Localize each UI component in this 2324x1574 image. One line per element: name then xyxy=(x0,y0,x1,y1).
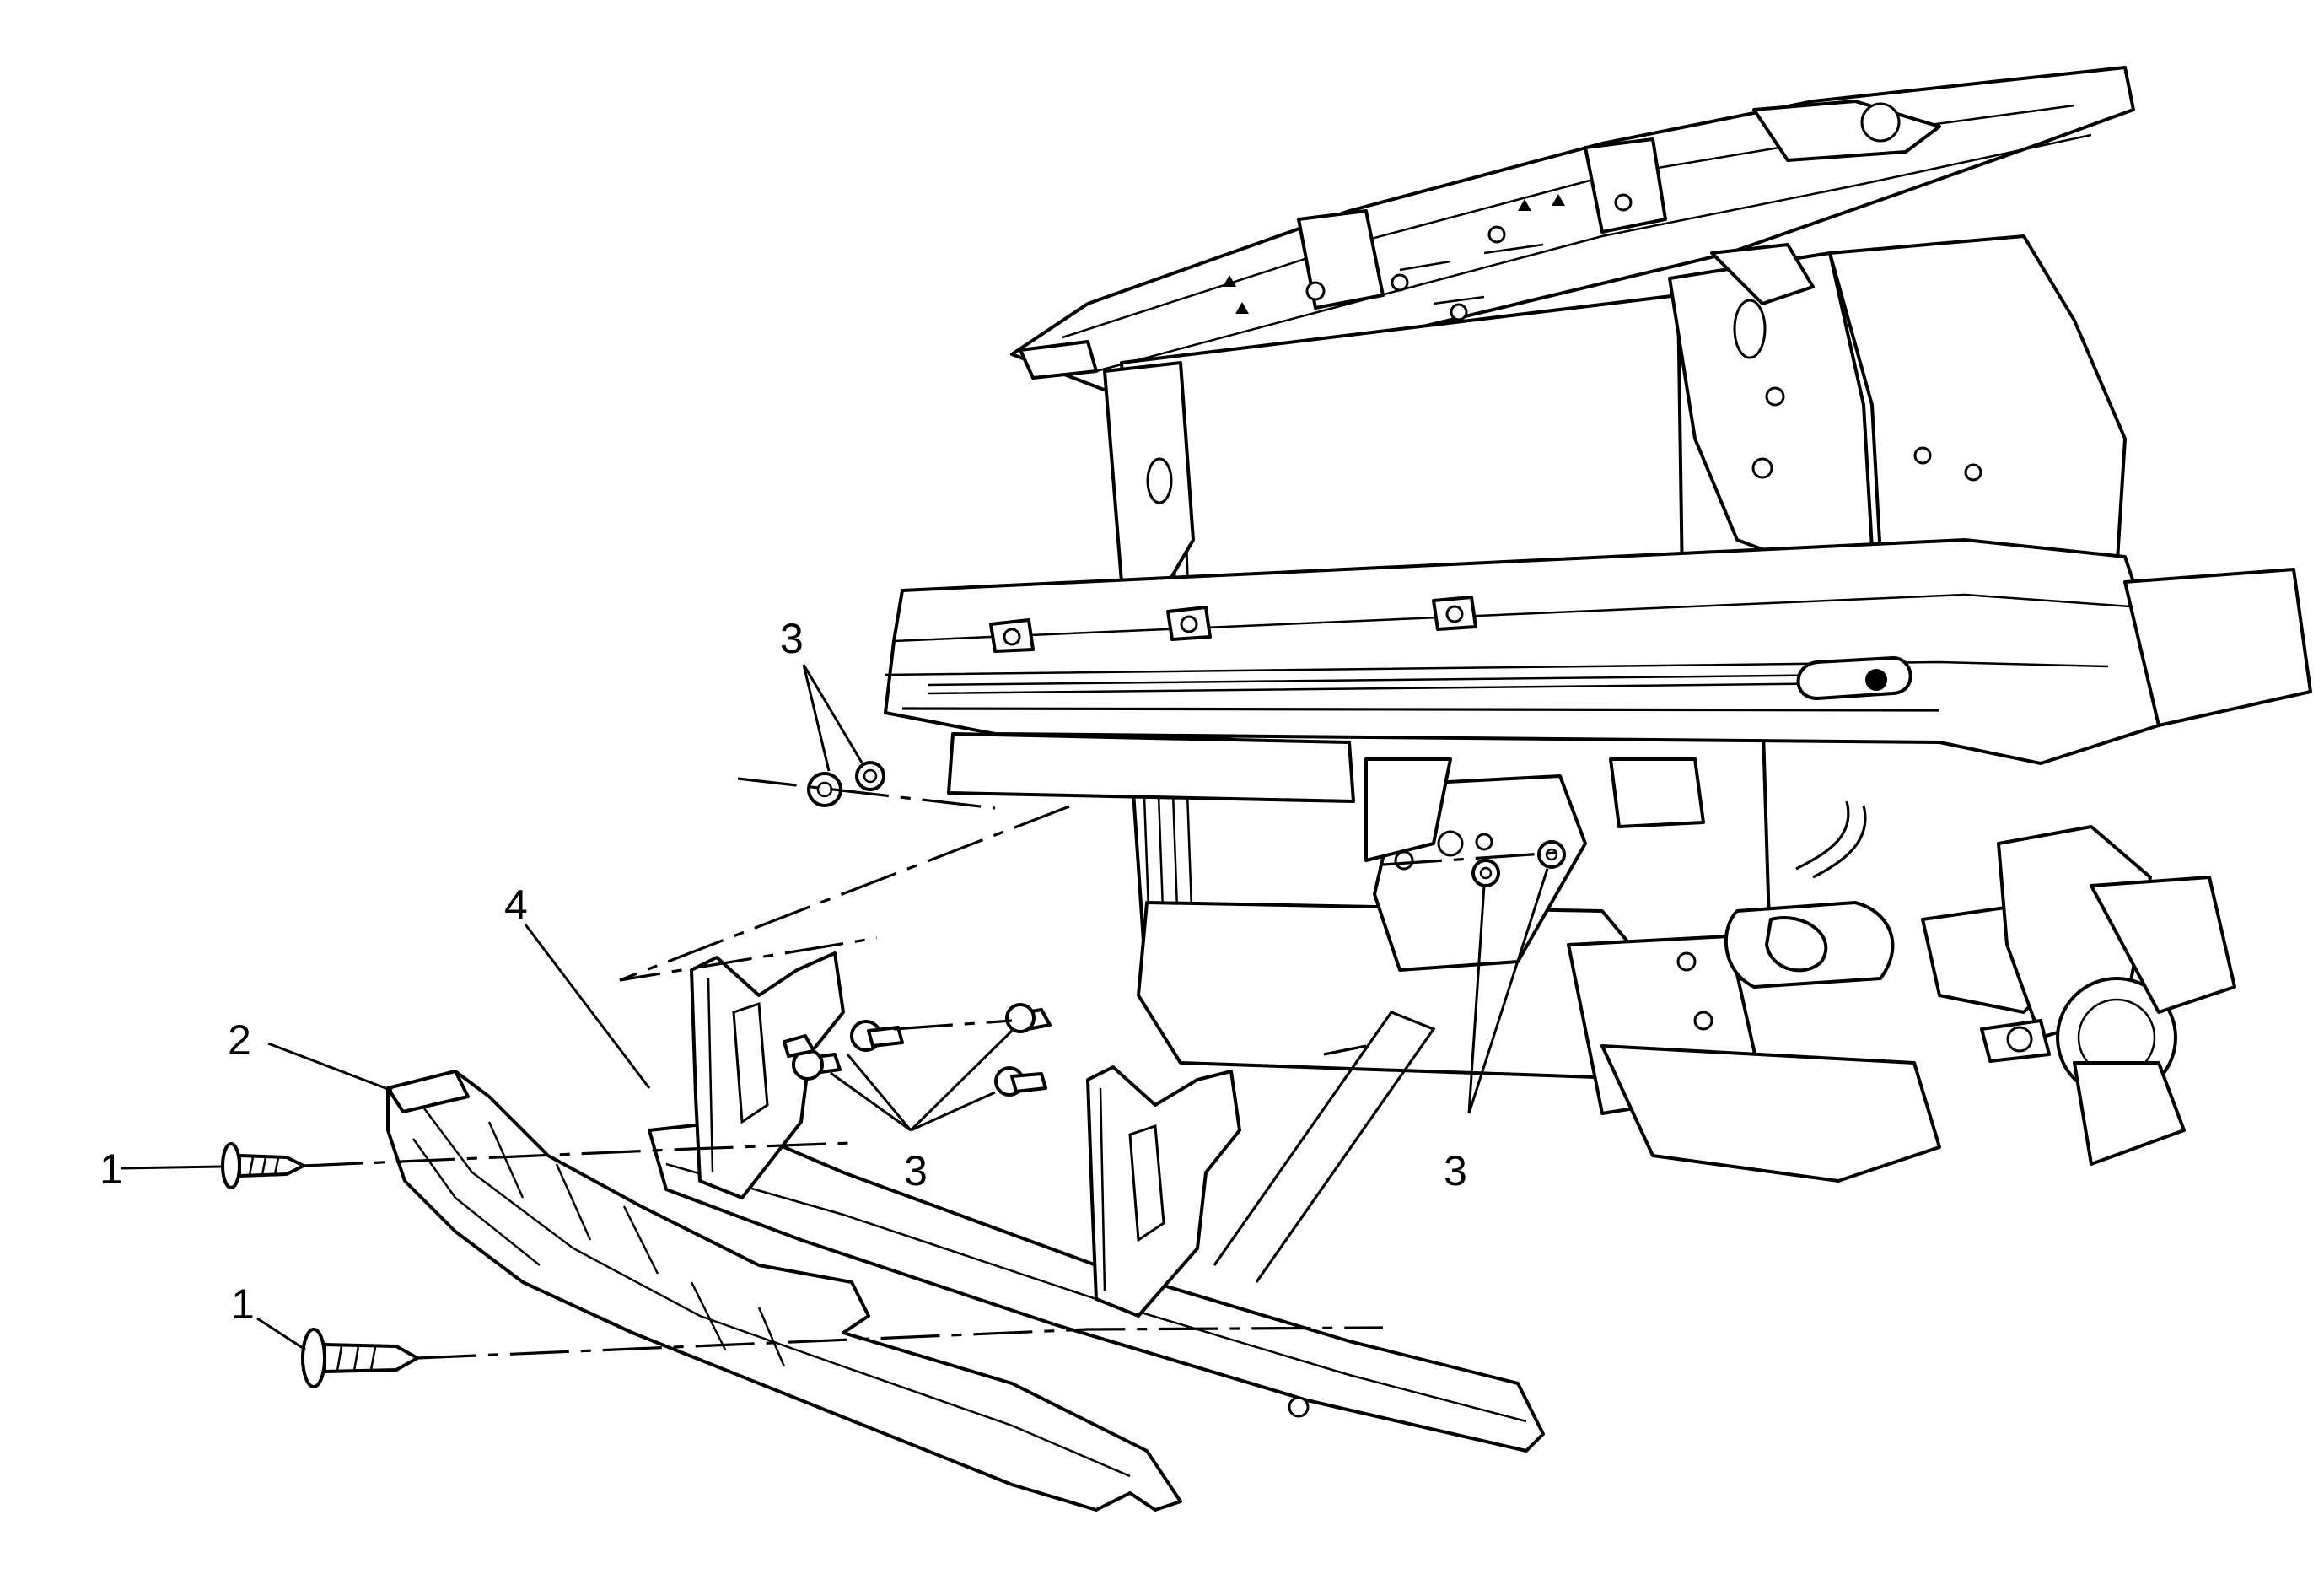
nut-fastener-group-right xyxy=(1394,833,1566,887)
callout-3-top-fasteners: 3 xyxy=(780,615,804,662)
lower-support-bar xyxy=(648,757,1545,1453)
air-deflector xyxy=(386,1070,1182,1512)
leader-lines xyxy=(120,664,1549,1351)
callout-4-lower-support: 4 xyxy=(504,881,528,929)
alignment-lines xyxy=(303,777,1569,1360)
lower-underbody xyxy=(1137,774,2236,1183)
callout-1-upper-screw: 1 xyxy=(100,1145,123,1193)
callout-1-lower-screw: 1 xyxy=(231,1280,255,1328)
callout-3-right-fasteners: 3 xyxy=(1444,1147,1467,1194)
callout-2-air-deflector: 2 xyxy=(228,1016,251,1064)
screw-lower-1 xyxy=(301,1328,419,1388)
front-impact-bar xyxy=(884,538,2312,828)
radiator-support-upper xyxy=(1010,66,2135,398)
callout-3-middle-fasteners: 3 xyxy=(904,1147,928,1194)
nut-fastener-group-top xyxy=(807,761,885,807)
bolt-fastener-group-middle xyxy=(783,1003,1052,1097)
screw-upper-1 xyxy=(221,1142,305,1189)
